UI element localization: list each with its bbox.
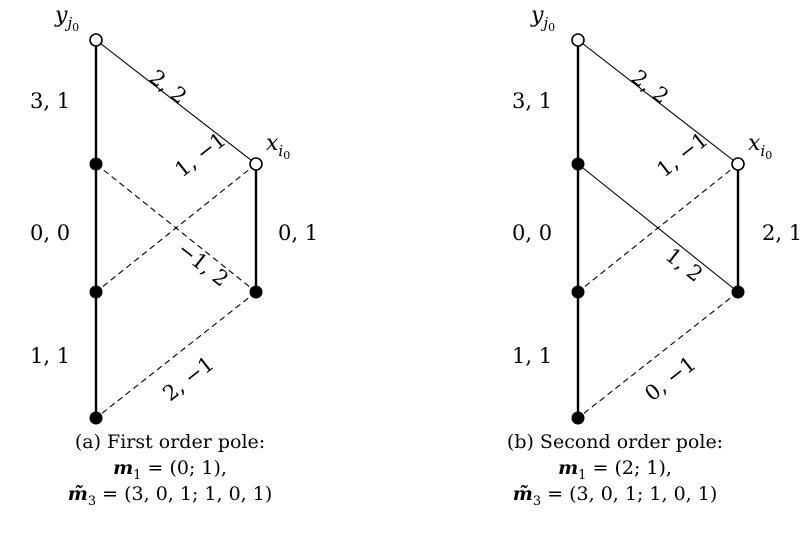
edge-y-to-x — [577, 39, 739, 165]
caption-a-line2: m1 = (0; 1), — [113, 457, 227, 483]
edge-label-x-right: 2, 1 — [762, 221, 802, 245]
edge-label-d3: 0, −1 — [640, 352, 700, 406]
node-left-1 — [571, 157, 585, 171]
edge-label-d1: 1, −1 — [652, 128, 712, 182]
node-left-2 — [89, 285, 103, 299]
caption-b-line3: m̃3 = (3, 0, 1; 1, 0, 1) — [513, 483, 718, 509]
node-left-3 — [571, 411, 585, 425]
edge-label-y-mid: 0, 0 — [512, 221, 552, 245]
node-left-2 — [571, 285, 585, 299]
edge-label-x-right: 0, 1 — [278, 221, 318, 245]
edge-label-d3: 2, −1 — [158, 352, 218, 406]
edge-label-d2: −1, 2 — [173, 237, 233, 291]
edge-y-to-x — [95, 39, 257, 165]
panel-a: yj0 xi0 3, 1 0, 0 1, 1 2, 2 0, 1 1, −1 −… — [30, 3, 318, 509]
caption-b-line1: (b) Second order pole: — [507, 431, 723, 453]
node-y-label: yj0 — [530, 3, 555, 34]
edge-label-d2: 1, 2 — [661, 243, 707, 287]
edge-label-y-top: 3, 1 — [30, 89, 70, 113]
edge-solid-d2 — [577, 163, 739, 293]
node-x — [249, 157, 263, 171]
edge-dashed-d3 — [577, 291, 739, 419]
edge-label-y-bot: 1, 1 — [30, 344, 70, 368]
caption-b-line2: m1 = (2; 1), — [558, 457, 672, 483]
node-left-1 — [89, 157, 103, 171]
node-x-label: xi0 — [748, 131, 772, 162]
caption-a-line3: m̃3 = (3, 0, 1; 1, 0, 1) — [68, 483, 273, 509]
node-y — [571, 33, 585, 47]
edge-label-y-top: 3, 1 — [512, 89, 552, 113]
edge-dashed-d3 — [95, 291, 257, 419]
caption-a-line1: (a) First order pole: — [75, 431, 265, 453]
panel-b: yj0 xi0 3, 1 0, 0 1, 1 2, 2 2, 1 1, −1 1… — [507, 3, 802, 509]
node-y — [89, 33, 103, 47]
node-y-label: yj0 — [54, 3, 79, 34]
node-left-3 — [89, 411, 103, 425]
edge-label-y-mid: 0, 0 — [30, 221, 70, 245]
node-right-1 — [249, 285, 263, 299]
node-x-label: xi0 — [266, 131, 290, 162]
edge-label-y-bot: 1, 1 — [512, 344, 552, 368]
edge-label-d1: 1, −1 — [170, 128, 230, 182]
edge-label-y-to-x: 2, 2 — [627, 65, 673, 109]
edge-label-y-to-x: 2, 2 — [145, 65, 191, 109]
node-x — [731, 157, 745, 171]
edge-dashed-d2 — [95, 163, 257, 293]
node-right-1 — [731, 285, 745, 299]
